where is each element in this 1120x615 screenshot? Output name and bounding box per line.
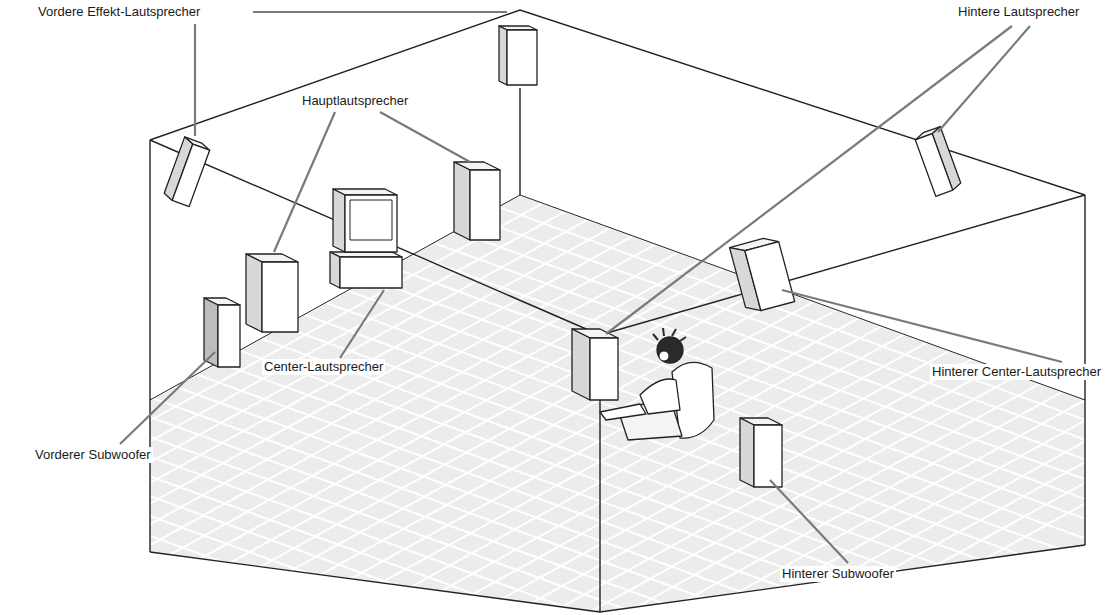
listener-in-chair [600,328,714,440]
speaker-label: Vordere Effekt-Lautsprecher [36,4,202,20]
main-speaker-right [454,162,500,240]
tile-line [0,162,617,531]
tile-line [256,238,1120,566]
tile-line [312,293,978,615]
rear-subwoofer [740,418,782,487]
tile-line [583,392,1120,615]
tile-line [170,286,1074,614]
tile-line [561,384,1120,615]
tile-line [0,170,639,539]
room-edges [150,10,1085,612]
tile-line [385,166,1120,494]
speaker-label: Hauptlautsprecher [300,93,410,109]
rear-center-speaker [730,235,795,314]
main-speaker-left [246,254,298,332]
speaker-label: Hintere Lautsprecher [956,4,1081,20]
tile-line [83,333,987,615]
television [330,189,402,288]
tile-line [0,179,662,548]
speaker-label: Hinterer Center-Lautsprecher [930,364,1103,380]
tile-line [0,441,793,615]
front-effect-speaker-left [163,137,211,207]
tile-line [213,262,1117,590]
speaker-label: Hinterer Subwoofer [780,566,896,582]
tile-line [0,429,815,615]
tile-line [19,369,923,615]
speaker-label: Vorderer Subwoofer [33,447,153,463]
tile-line [538,375,1120,615]
tile-line [380,318,1046,615]
floor-tiles [0,154,1120,615]
speakers [163,26,962,487]
rear-speaker-right [914,127,962,197]
tile-line [18,187,684,556]
leader-lines [120,12,1062,563]
tile-line [222,261,888,615]
front-effect-speaker-top [499,26,537,85]
speaker-label: Center-Lautsprecher [262,359,385,375]
rear-speaker-left [572,329,618,400]
tile-line [62,345,966,615]
tile-line [126,309,1030,615]
tile-line [0,381,901,615]
tile-line [0,417,836,615]
tile-line [148,298,1052,615]
